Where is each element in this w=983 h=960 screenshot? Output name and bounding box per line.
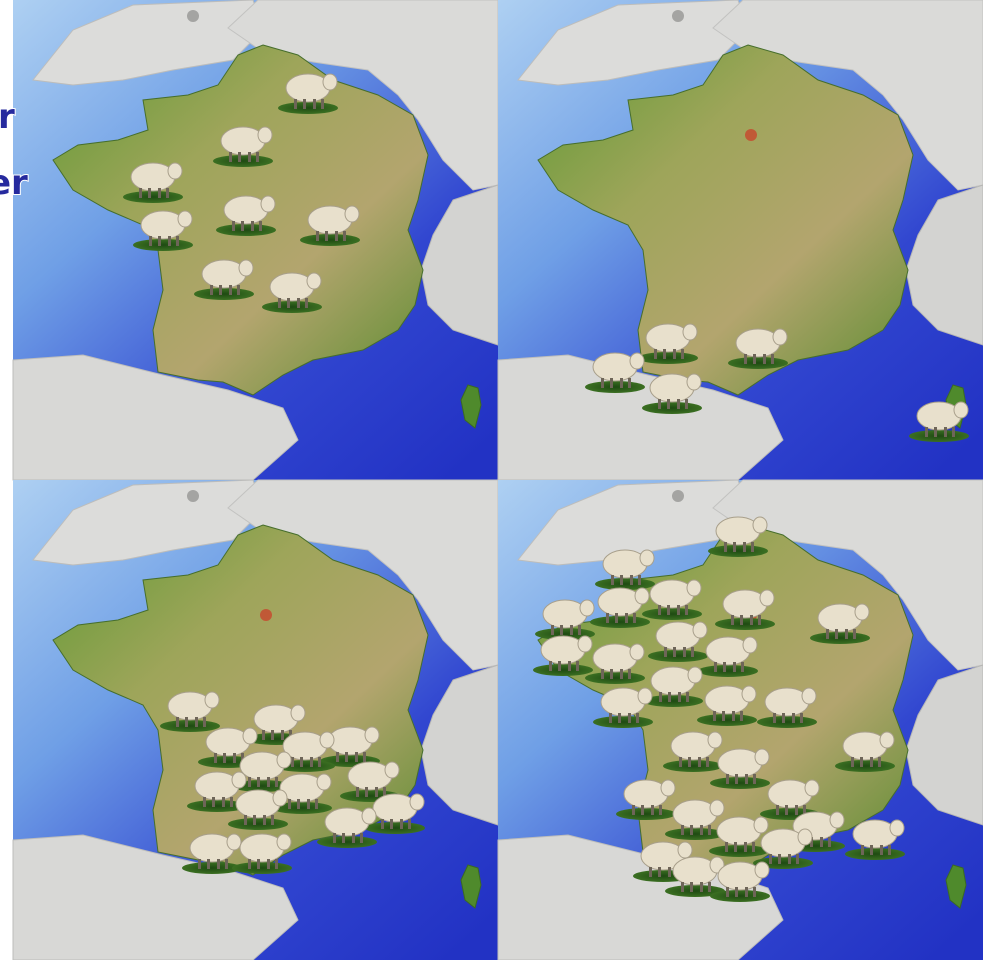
title-fragment-line-1: r <box>0 97 16 137</box>
map-panel-top-right <box>497 0 983 481</box>
map-panel-top-left <box>12 0 499 481</box>
title-fragment-line-2: er <box>0 163 29 203</box>
